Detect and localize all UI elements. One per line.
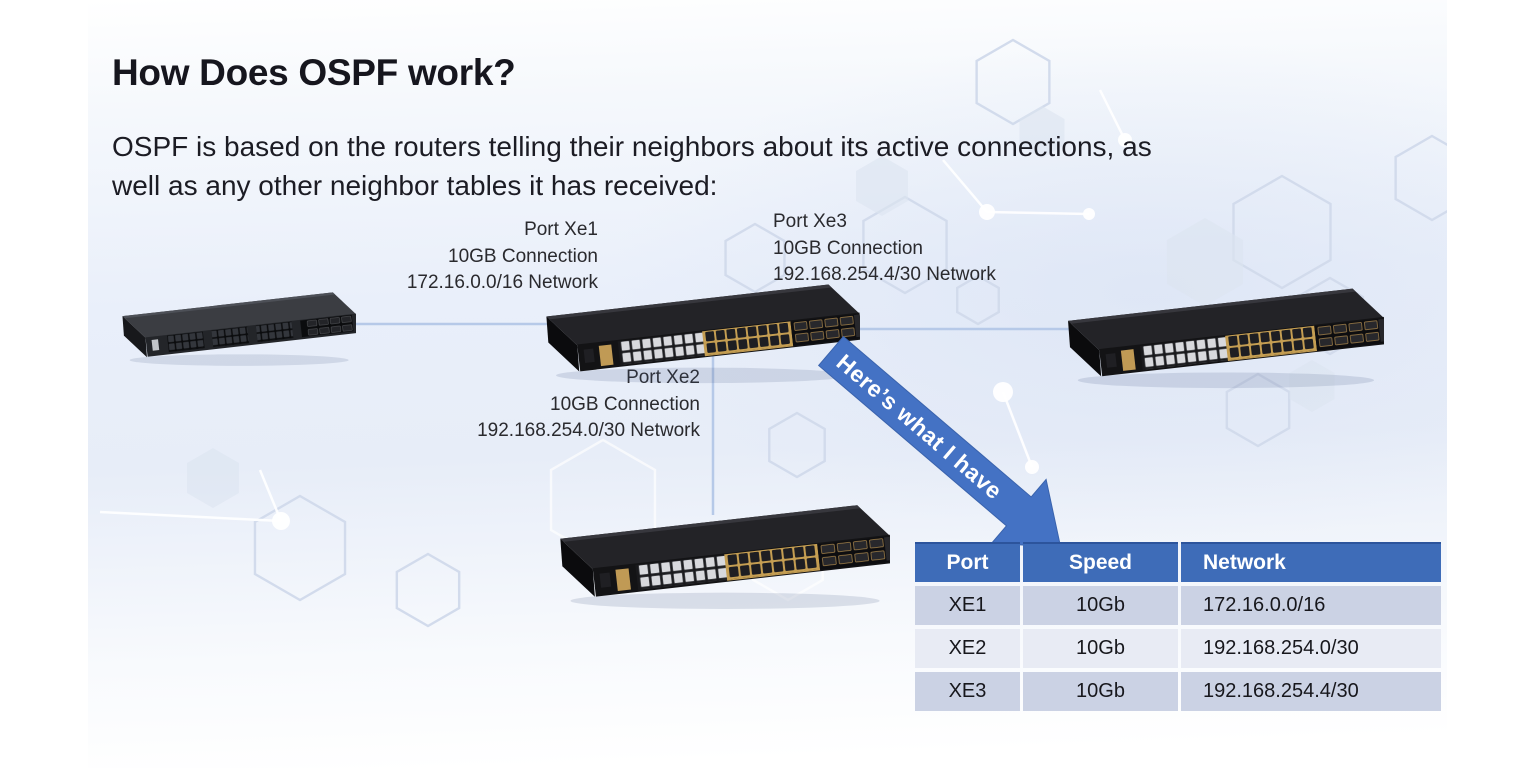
arrow-label: Here’s what I have (832, 349, 1008, 504)
page-title: How Does OSPF work? (112, 52, 516, 93)
table-cell-xe1-speed: 10Gb (1023, 586, 1178, 625)
network-switch-right-icon (1068, 288, 1384, 389)
table-header-network: Network (1181, 542, 1441, 582)
table-cell-xe2-port: XE2 (915, 629, 1020, 668)
neighbor-table: Port Speed Network XE1 10Gb 172.16.0.0/1… (915, 542, 1441, 711)
port-xe3-network: 192.168.254.4/30 Network (773, 264, 996, 285)
port-xe3-name: Port Xe3 (773, 211, 847, 232)
port-xe1-network: 172.16.0.0/16 Network (406, 272, 598, 293)
network-switch-bottom-icon (560, 505, 890, 609)
port-xe2-name: Port Xe2 (460, 365, 700, 392)
port-xe3-label: Port Xe3 10GB Connection 192.168.254.4/3… (773, 209, 1033, 289)
heres-what-i-have-arrow: Here’s what I have (817, 335, 1062, 548)
slide-background: How Does OSPF work? OSPF is based on the… (88, 0, 1447, 768)
intro-paragraph: OSPF is based on the routers telling the… (112, 127, 1392, 205)
table-cell-xe3-port: XE3 (915, 672, 1020, 711)
hexagon-network-pattern (99, 0, 1447, 768)
table-cell-xe3-network: 192.168.254.4/30 (1181, 672, 1441, 711)
port-xe1-label: Port Xe1 10GB Connection 172.16.0.0/16 N… (358, 217, 598, 297)
intro-line-1: OSPF is based on the routers telling the… (112, 131, 1152, 162)
table-header-speed: Speed (1023, 542, 1178, 582)
port-xe1-speed: 10GB Connection (448, 245, 598, 267)
connection-lines (340, 322, 1090, 515)
table-cell-xe2-network: 192.168.254.0/30 (1181, 629, 1441, 668)
table-cell-xe3-speed: 10Gb (1023, 672, 1178, 711)
port-xe2-label: Port Xe2 10GB Connection 192.168.254.0/3… (460, 365, 700, 445)
port-xe3-speed: 10GB Connection (773, 237, 923, 259)
port-xe1-name: Port Xe1 (524, 219, 598, 240)
intro-line-2: well as any other neighbor tables it has… (112, 170, 718, 201)
table-cell-xe2-speed: 10Gb (1023, 629, 1178, 668)
network-switch-center-icon (546, 284, 860, 384)
table-header-port: Port (915, 542, 1020, 582)
port-xe2-network: 192.168.254.0/30 Network (477, 420, 700, 441)
table-cell-xe1-network: 172.16.0.0/16 (1181, 586, 1441, 625)
network-switch-left-icon (122, 292, 356, 366)
port-xe2-speed: 10GB Connection (550, 393, 700, 415)
table-cell-xe1-port: XE1 (915, 586, 1020, 625)
